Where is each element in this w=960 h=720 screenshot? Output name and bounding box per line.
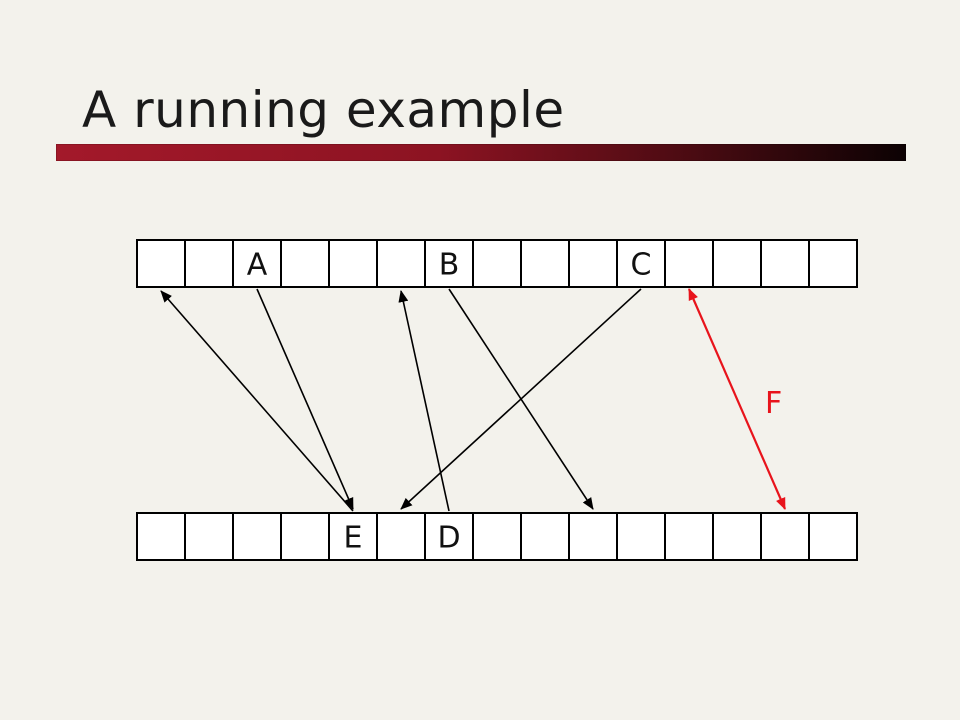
top-array-cell: [712, 239, 762, 288]
swap-arrow: [687, 288, 787, 510]
top-array-cell: [808, 239, 858, 288]
pointer-arrow: [160, 290, 354, 512]
pointer-arrow: [400, 288, 642, 510]
bottom-array-cell: [376, 512, 426, 561]
bottom-array-cell: [616, 512, 666, 561]
top-array-cell: [280, 239, 330, 288]
slide-title: A running example: [82, 81, 565, 139]
top-array-cell: [664, 239, 714, 288]
top-array-cell-label: B: [439, 248, 460, 283]
top-array-cell: [616, 239, 666, 288]
bottom-array-cell-label: E: [344, 521, 363, 556]
pointer-arrow: [256, 288, 354, 510]
bottom-array-cell: [712, 512, 762, 561]
bottom-array-cell: [520, 512, 570, 561]
bottom-array-cell-label: D: [437, 521, 460, 556]
pointer-arrow: [398, 290, 450, 512]
top-array-cell: [376, 239, 426, 288]
bottom-array-cell: [424, 512, 474, 561]
top-array-cell: [184, 239, 234, 288]
top-array-cell-label: C: [631, 248, 652, 283]
bottom-array-cell: [232, 512, 282, 561]
bottom-array-cell: [328, 512, 378, 561]
bottom-array-cell: [472, 512, 522, 561]
top-array-cell: [760, 239, 810, 288]
arrow-label: F: [765, 386, 782, 421]
top-array-cell: [328, 239, 378, 288]
top-array-cell-label: A: [247, 248, 268, 283]
top-array-cell: [232, 239, 282, 288]
bottom-array-cell: [136, 512, 186, 561]
top-array-cell: [520, 239, 570, 288]
top-array-cell: [472, 239, 522, 288]
top-array: A B C: [136, 239, 858, 288]
bottom-array-cell: [760, 512, 810, 561]
title-rule: [56, 144, 906, 161]
bottom-array-cell: [808, 512, 858, 561]
bottom-array-cell: [184, 512, 234, 561]
bottom-array-cell: [664, 512, 714, 561]
bottom-array-cell: [568, 512, 618, 561]
pointer-arrows: F: [160, 288, 787, 512]
bottom-array-cell: [280, 512, 330, 561]
top-array-cell: [136, 239, 186, 288]
top-array-cell: [568, 239, 618, 288]
